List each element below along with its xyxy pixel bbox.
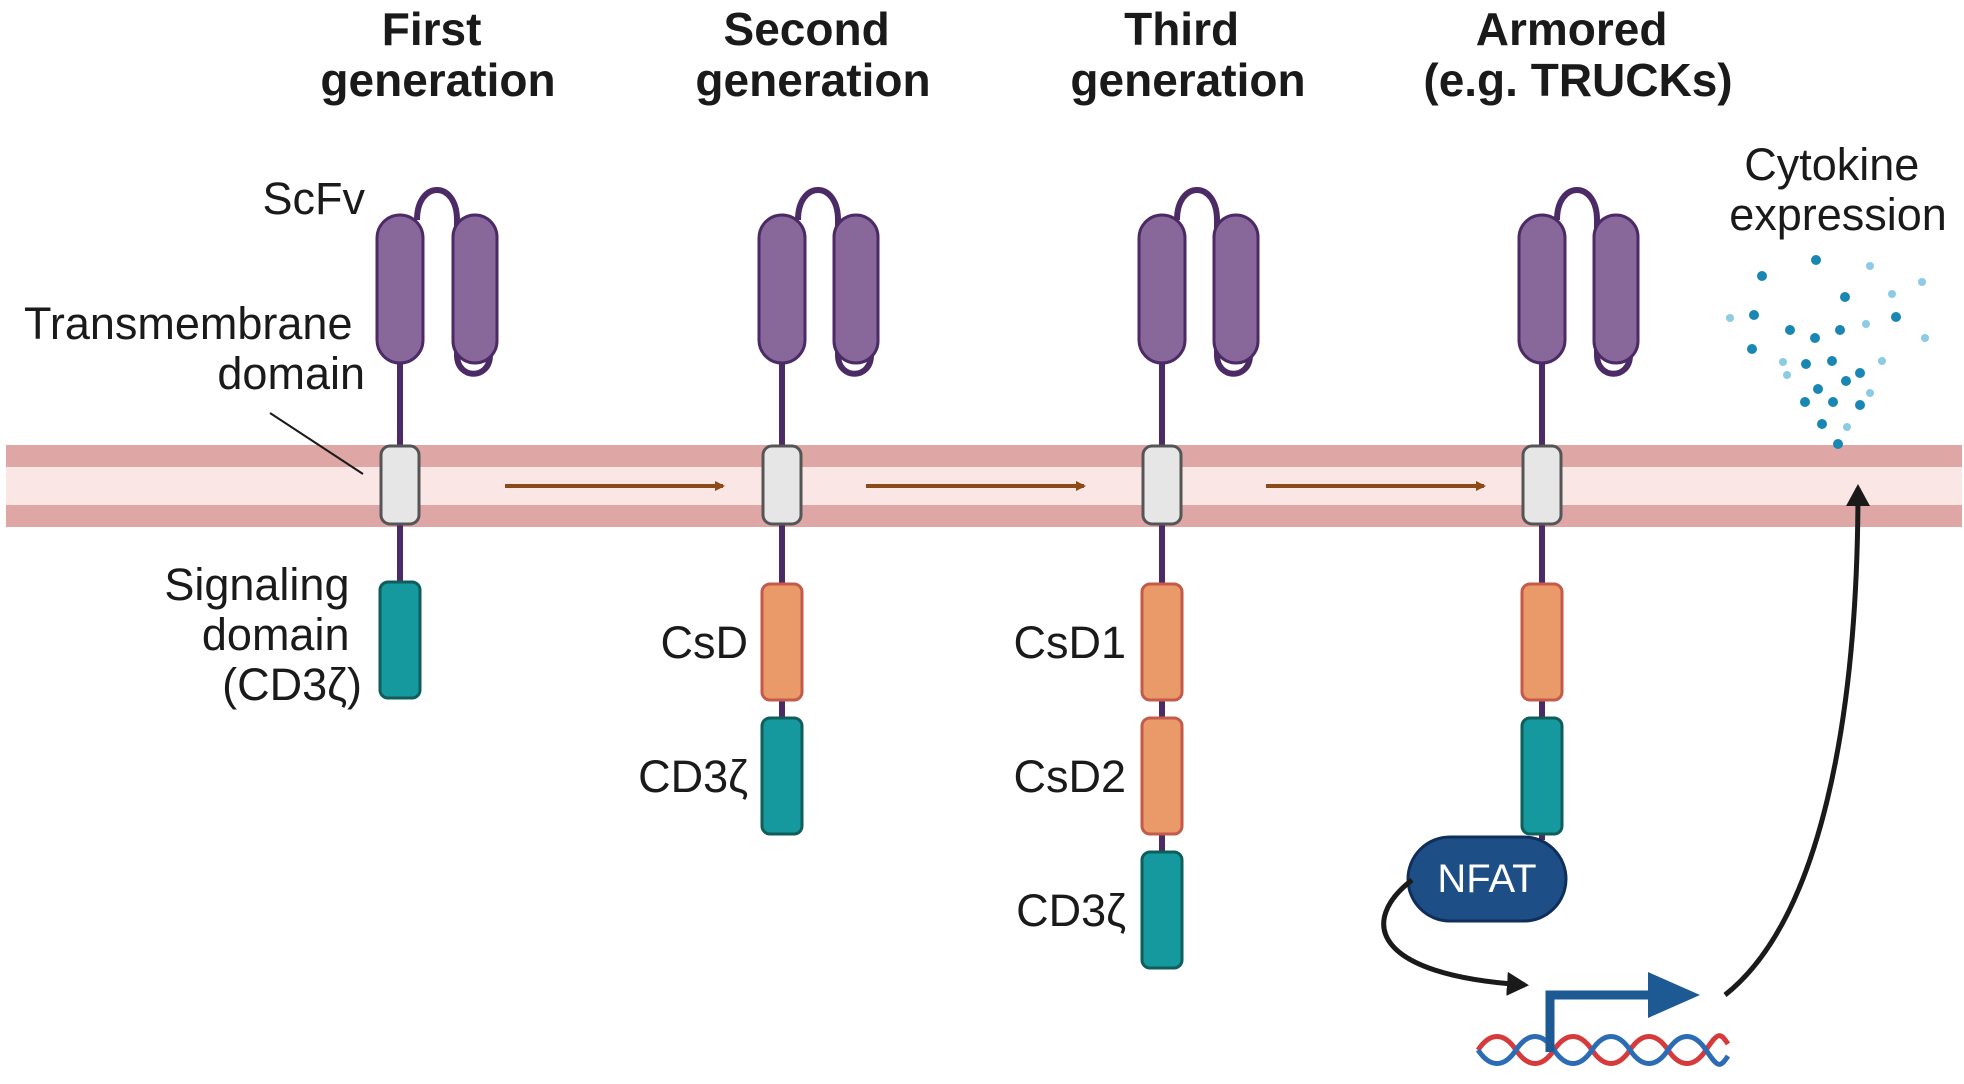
cytokine-dot — [1783, 371, 1791, 379]
expression-arrow — [1723, 484, 1870, 997]
cytokine-dot — [1921, 334, 1929, 342]
cytokine-dot — [1862, 320, 1870, 328]
cytokine-dot — [1878, 357, 1886, 365]
scfv-light-chain — [451, 213, 499, 365]
scfv-light-chain — [832, 213, 880, 365]
cytokine-dot — [1785, 325, 1795, 335]
transmembrane-domain — [1521, 444, 1563, 526]
transmembrane-domain — [761, 444, 803, 526]
cytokine-dot — [1827, 356, 1837, 366]
cytokine-dot — [1840, 292, 1850, 302]
cytokine-dot — [1918, 278, 1926, 286]
costimulatory-domain — [1520, 582, 1564, 702]
label-signaling-domain: Signaling domain (CD3ζ) — [164, 559, 362, 710]
cytokine-dot — [1841, 376, 1851, 386]
scfv-heavy-chain — [757, 213, 807, 365]
cytokine-dot — [1817, 419, 1827, 429]
scfv-heavy-chain — [1137, 213, 1187, 365]
label-scfv: ScFv — [262, 173, 365, 224]
nfat-pill — [1406, 835, 1568, 923]
cytokine-dot — [1828, 397, 1838, 407]
cytokine-dot — [1866, 262, 1874, 270]
transmembrane-domain — [1141, 444, 1183, 526]
costimulatory-domain — [760, 582, 804, 702]
scfv-light-chain — [1212, 213, 1260, 365]
cytokine-dot — [1800, 397, 1810, 407]
cytokine-dot — [1813, 384, 1823, 394]
cytokine-dot — [1811, 255, 1821, 265]
transmembrane-pointer — [269, 412, 364, 475]
label-cd3z-third: CD3ζ — [1016, 885, 1126, 936]
cytokine-dot — [1749, 310, 1759, 320]
title-armored: Armored (e.g. TRUCKs) — [1423, 3, 1732, 106]
cytokine-dot — [1835, 325, 1845, 335]
cytokine-dot — [1833, 439, 1843, 449]
cd3z-domain — [1140, 850, 1184, 970]
scfv-light-chain — [1592, 213, 1640, 365]
costimulatory-domain-1 — [1140, 582, 1184, 702]
costimulatory-domain-2 — [1140, 716, 1184, 836]
cytokine-dot — [1866, 389, 1874, 397]
cytokine-dot — [1855, 400, 1865, 410]
label-cd3z-second: CD3ζ — [638, 751, 748, 802]
cytokine-dot — [1888, 290, 1896, 298]
title-first-generation: First generation — [320, 3, 555, 106]
transmembrane-domain — [379, 444, 421, 526]
cd3z-domain — [760, 716, 804, 836]
dna-helix — [1475, 1033, 1731, 1067]
cytokine-dot — [1855, 368, 1865, 378]
label-transmembrane-domain: Transmembrane domain — [24, 298, 365, 399]
cytokine-dot — [1747, 344, 1757, 354]
cytokine-dot — [1726, 314, 1734, 322]
scfv-heavy-chain — [375, 213, 425, 365]
title-third-generation: Third generation — [1070, 3, 1305, 106]
car-third-generation — [1137, 187, 1260, 970]
label-csd: CsD — [661, 617, 749, 668]
nfat-to-promoter-arrow — [1381, 878, 1529, 996]
promoter-arrow-icon — [1545, 972, 1700, 1052]
cytokine-dot — [1810, 333, 1820, 343]
scfv-heavy-chain — [1517, 213, 1567, 365]
car-first-generation — [375, 187, 499, 700]
nfat-label: NFAT — [1437, 857, 1536, 901]
cd3z-domain — [378, 580, 422, 700]
car-armored — [1517, 187, 1640, 840]
car-second-generation — [757, 187, 880, 836]
label-csd2: CsD2 — [1013, 751, 1126, 802]
cytokine-particles — [1726, 255, 1929, 449]
cytokine-dot — [1891, 312, 1901, 322]
cytokine-dot — [1757, 271, 1767, 281]
title-second-generation: Second generation — [695, 3, 930, 106]
cytokine-dot — [1843, 423, 1851, 431]
label-cytokine-expression: Cytokine expression — [1729, 139, 1947, 240]
cytokine-dot — [1801, 359, 1811, 369]
cd3z-domain — [1520, 716, 1564, 836]
label-csd1: CsD1 — [1013, 617, 1126, 668]
nfat-factor: NFAT — [1406, 835, 1568, 923]
cytokine-dot — [1779, 358, 1787, 366]
